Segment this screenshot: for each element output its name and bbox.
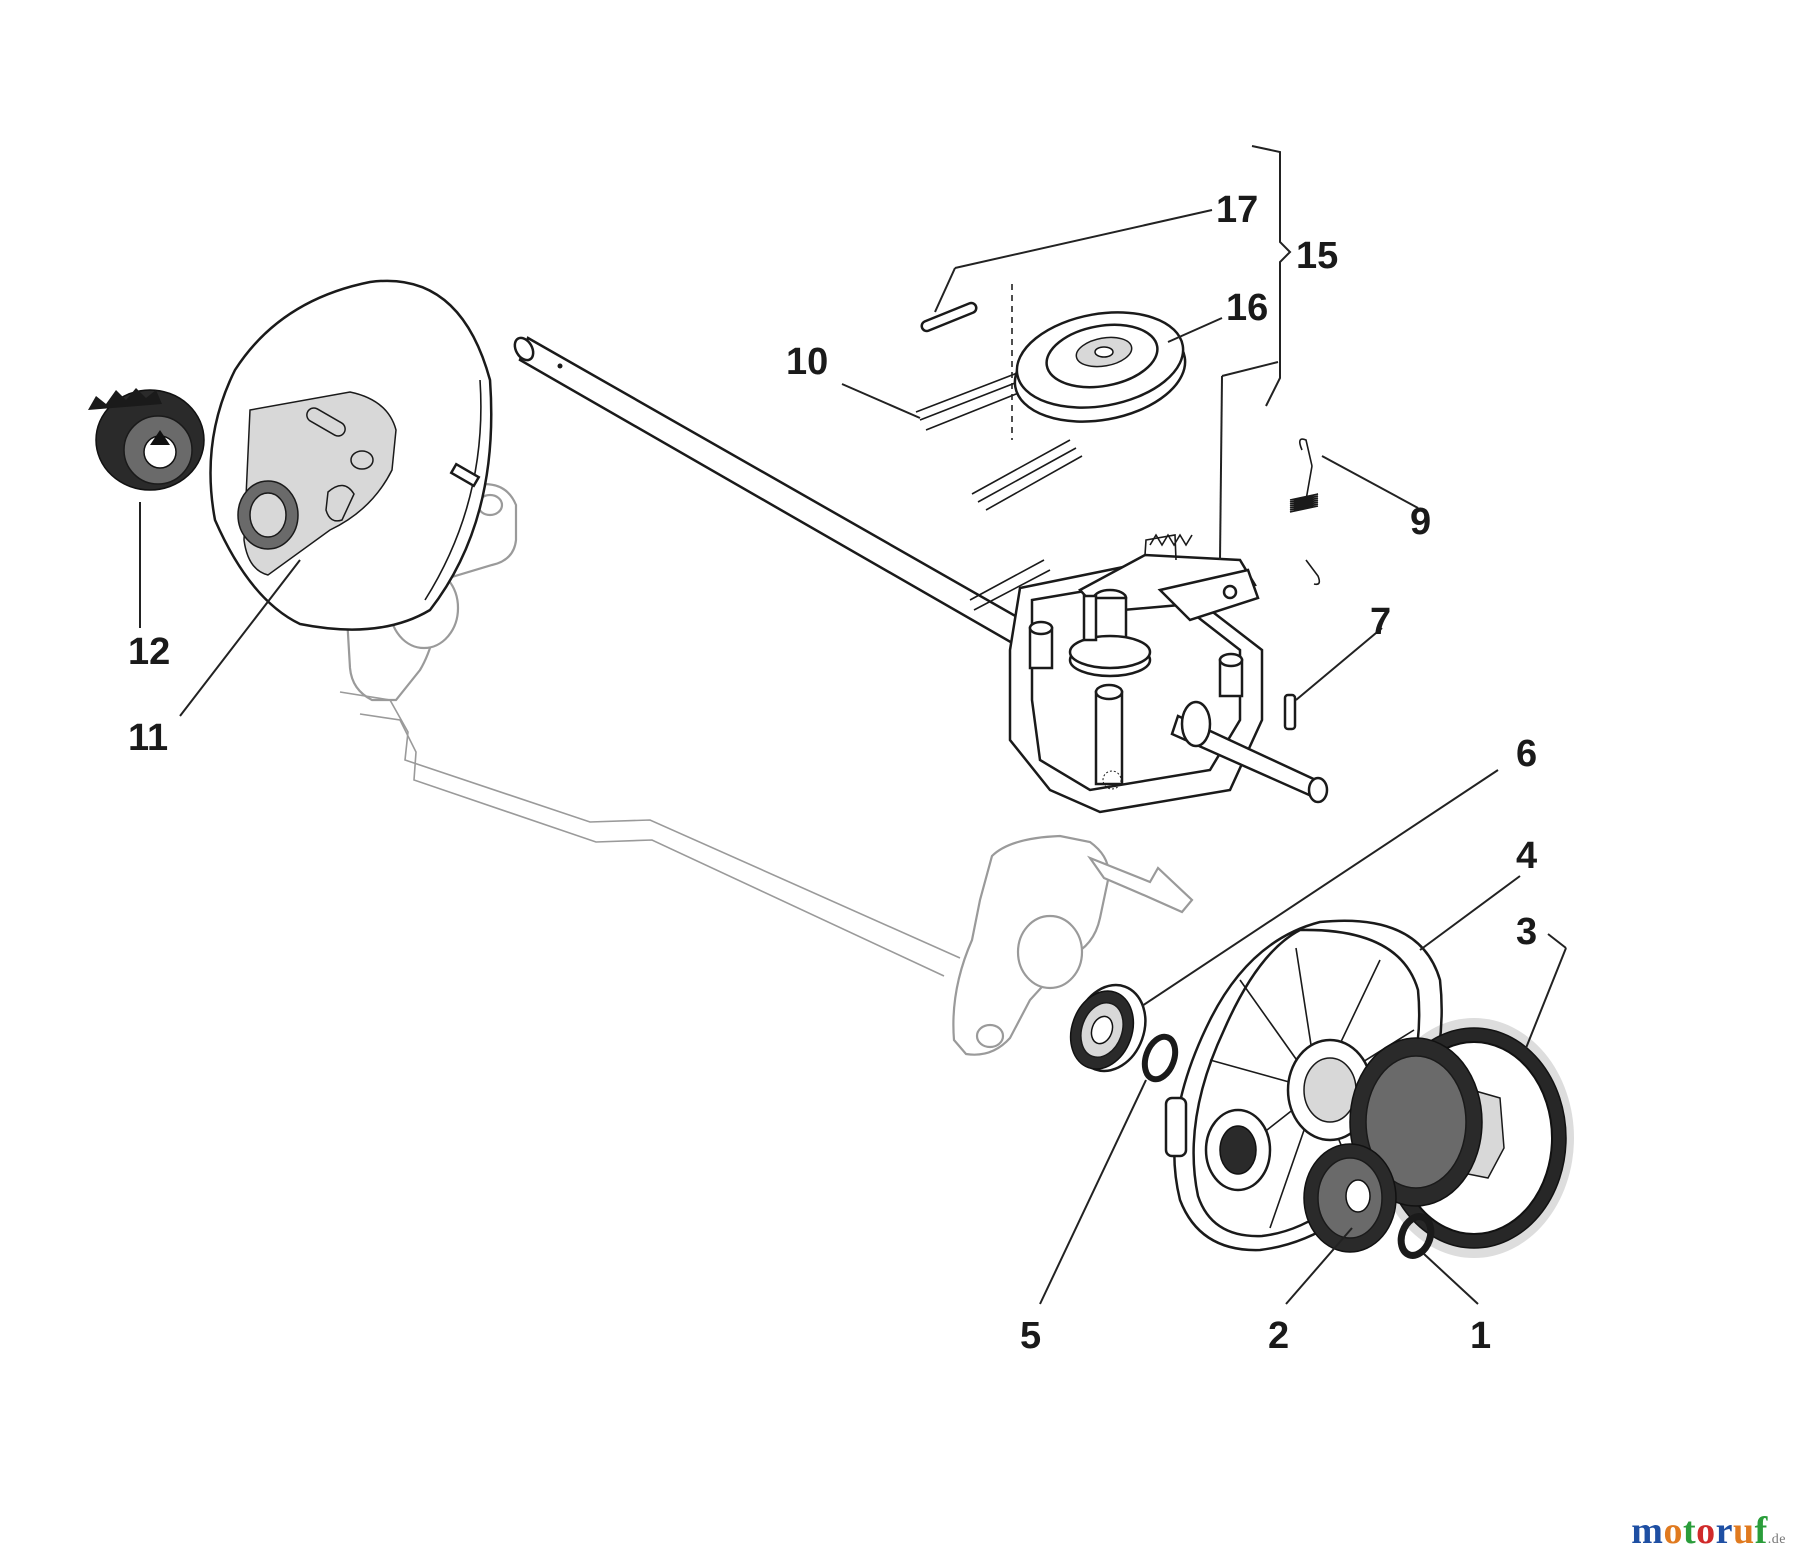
large-gear-3 [1349,1018,1574,1258]
gearbox [1008,533,1329,814]
label-15: 15 [1296,235,1338,277]
label-2: 2 [1268,1315,1289,1357]
label-1: 1 [1470,1315,1491,1357]
leader-lines [139,209,1567,1305]
watermark-letter: m [1631,1510,1664,1552]
watermark-letter: r [1715,1510,1733,1552]
label-4: 4 [1516,835,1537,877]
label-16: 16 [1226,287,1268,329]
washer-1 [1397,1213,1435,1259]
label-9: 9 [1410,501,1431,543]
drive-disc [209,279,493,631]
bearing-6 [1069,983,1147,1073]
drive-shaft [513,336,1042,654]
kit-bracket-15 [1251,145,1292,407]
key-pin-17 [920,301,978,333]
part-labels: 17 15 16 10 9 7 6 4 3 12 11 5 2 1 [128,189,1537,1357]
small-pin-7 [1283,693,1297,731]
label-12: 12 [128,631,170,673]
pinion-12 [88,388,205,491]
watermark-letter: u [1732,1510,1755,1552]
watermark-letter: f [1754,1510,1768,1552]
label-6: 6 [1516,733,1537,775]
label-10: 10 [786,341,828,383]
watermark-letter: t [1682,1510,1697,1552]
small-gear-2 [1303,1143,1397,1253]
label-7: 7 [1370,601,1391,643]
belt-and-pulley [915,284,1187,611]
watermark-letter: o [1696,1510,1716,1552]
watermark-letter: o [1663,1510,1683,1552]
label-5: 5 [1020,1315,1041,1357]
watermark-tld: .de [1767,1532,1786,1547]
watermark-logo: motoruf.de [1631,1509,1786,1553]
label-3: 3 [1516,911,1537,953]
spring-9 [1289,438,1321,586]
circlip-5 [1141,1033,1179,1083]
label-17: 17 [1216,189,1258,231]
label-11: 11 [128,717,168,759]
